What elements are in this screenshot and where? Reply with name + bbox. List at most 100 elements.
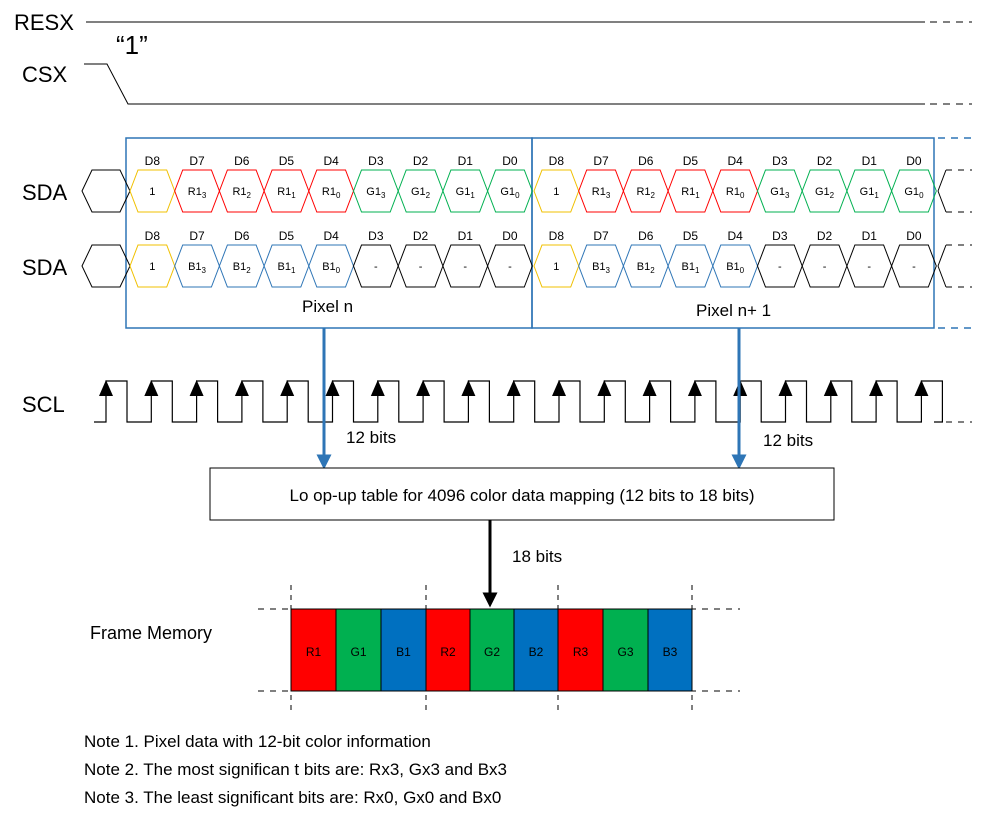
sda-row1-pixel1-bit-cell <box>891 169 937 213</box>
sda-row1-pixel1-bit-value: G11 <box>860 186 880 200</box>
sda-row1-pixel1-bit-value: R11 <box>681 186 700 200</box>
sda-row2-tail <box>937 244 947 267</box>
sda-row1-pixel1-bit-header: D0 <box>906 154 922 168</box>
sda-row1-pixel1-bit-header: D2 <box>817 154 833 168</box>
frame-memory-cell-label: R2 <box>440 645 456 659</box>
sda-row2-pixel0-bit-cell <box>487 244 533 288</box>
sda-row1-pixel0-bit-header: D8 <box>145 154 161 168</box>
note-2: Note 2. The most significan t bits are: … <box>84 760 507 779</box>
sda-row2-pixel0-bit-header: D5 <box>279 229 295 243</box>
sda-row1-pixel1-bit-header: D5 <box>683 154 699 168</box>
frame-memory-cell <box>557 608 604 692</box>
sda-row2-pixel0-bit-header: D3 <box>368 229 384 243</box>
sda-row2-pixel1-bit-header: D6 <box>638 229 654 243</box>
sda-row1-pixel0-bit-header: D7 <box>189 154 205 168</box>
sda-row1-tail <box>937 169 947 192</box>
lut-box <box>209 467 835 521</box>
sda-row2-pixel1-bit-header: D0 <box>906 229 922 243</box>
scl-rising-edge-arrow <box>325 380 340 396</box>
sda-row2-pixel1-bit-header: D3 <box>772 229 788 243</box>
sda-row1-pixel0-bit-value: R13 <box>188 186 207 200</box>
scl-rising-edge-arrow <box>597 380 612 396</box>
sda-row1-pixel0-bit-header: D4 <box>323 154 339 168</box>
sda-row2-pixel0-bit-header: D7 <box>189 229 205 243</box>
sda-bit-cells: 1D8R13D7R12D6R11D5R10D4G13D3G12D2G11D1G1… <box>129 154 937 288</box>
scl-rising-edge-arrow <box>869 380 884 396</box>
scl-rising-edge-arrow <box>642 380 657 396</box>
sda-row1-pixel1-bit-header: D7 <box>593 154 609 168</box>
sda-row2-pixel1-bit-cell <box>891 244 937 288</box>
pixel-n1-label: Pixel n+ 1 <box>696 301 771 320</box>
sda-label-row2: SDA <box>22 255 68 280</box>
sda-row2-pixel1-bit-value: - <box>867 261 871 273</box>
scl-rising-edge-arrow <box>189 380 204 396</box>
sda-row2-pixel1-bit-value: B11 <box>681 261 699 275</box>
sda-row2-pixel1-bit-value: B12 <box>637 261 655 275</box>
sda-row1-pixel0-bit-value: R11 <box>277 186 296 200</box>
sda-row2-pixel0-bit-header: D8 <box>145 229 161 243</box>
sda-row1-lead-in <box>81 169 131 213</box>
sda-label-row1: SDA <box>22 180 68 205</box>
sda-row1-pixel0-bit-value: 1 <box>149 186 155 198</box>
sda-row2-pixel1-bit-header: D7 <box>593 229 609 243</box>
note-3: Note 3. The least significant bits are: … <box>84 788 502 807</box>
scl-rising-edge-arrow <box>416 380 431 396</box>
scl-rising-edge-arrow <box>370 380 385 396</box>
sda-row1-pixel0-bit-header: D3 <box>368 154 384 168</box>
sda-row2-pixel1-bit-value: - <box>912 261 916 273</box>
sda-row2-pixel1-bit-header: D8 <box>549 229 565 243</box>
csx-label: CSX <box>22 62 68 87</box>
sda-row2-pixel0-bit-value: - <box>419 261 423 273</box>
frame-memory-cell-label: G1 <box>350 645 366 659</box>
scl-rising-edge-arrow <box>687 380 702 396</box>
frame-memory-cell-label: B3 <box>663 645 678 659</box>
sda-row2-lead-in <box>81 244 131 288</box>
sda-row1-pixel1-bit-value: G10 <box>904 186 924 200</box>
scl-rising-edge-arrow <box>552 380 566 396</box>
frame-memory-cell-label: G2 <box>484 645 500 659</box>
resx-label: RESX <box>14 10 74 35</box>
pixel-n-label: Pixel n <box>302 297 353 316</box>
frame-memory-cell <box>290 608 337 692</box>
frame-memory-cell-label: R3 <box>573 645 589 659</box>
right-arrow-label: 12 bits <box>763 431 813 450</box>
sda-row1-pixel1-bit-header: D4 <box>727 154 743 168</box>
frame-memory-cell <box>335 608 382 692</box>
sda-row1-pixel0-bit-value: R10 <box>322 186 341 200</box>
csx-line <box>84 63 925 105</box>
sda-row1-pixel0-bit-header: D1 <box>458 154 474 168</box>
frame-memory-cell <box>380 608 427 692</box>
sda-row2-pixel0-bit-value: - <box>374 261 378 273</box>
scl-rising-edge-arrow <box>234 380 249 396</box>
scl-rising-edge-arrow <box>778 380 793 396</box>
left-arrow-label: 12 bits <box>346 428 396 447</box>
sda-row2-pixel0-bit-header: D4 <box>323 229 339 243</box>
sda-row2-pixel0-bit-value: B12 <box>233 261 251 275</box>
sda-row1-pixel0-bit-header: D2 <box>413 154 429 168</box>
sda-row1-pixel0-bit-header: D5 <box>279 154 295 168</box>
frame-memory-cell-label: B1 <box>396 645 411 659</box>
sda-row1-pixel0-bit-value: G11 <box>456 186 476 200</box>
sda-row1-pixel1-bit-value: G13 <box>770 186 790 200</box>
sda-row2-pixel1-bit-value: 1 <box>553 261 559 273</box>
scl-waveform <box>94 380 944 423</box>
sda-row2-pixel0-bit-value: - <box>463 261 467 273</box>
resx-level-label: “1” <box>116 30 148 60</box>
frame-memory-cell-label: G3 <box>617 645 633 659</box>
sda-row1-pixel0-bit-value: G13 <box>366 186 386 200</box>
frame-memory-cell <box>425 608 471 692</box>
sda-row2-pixel0-bit-value: B11 <box>277 261 295 275</box>
sda-row1-pixel1-bit-value: 1 <box>553 186 559 198</box>
lut-label: Lo op-up table for 4096 color data mappi… <box>290 486 755 505</box>
sda-row2-pixel0-bit-value: B13 <box>188 261 206 275</box>
sda-row1-pixel1-bit-header: D1 <box>862 154 878 168</box>
sda-row2-pixel0-bit-value: - <box>508 261 512 273</box>
sda-row1-pixel1-bit-value: R10 <box>726 186 745 200</box>
sda-row2-pixel1-bit-value: B10 <box>726 261 744 275</box>
note-1: Note 1. Pixel data with 12-bit color inf… <box>84 732 431 751</box>
sda-row2-pixel0-bit-header: D2 <box>413 229 429 243</box>
sda-row1-pixel1-bit-value: R13 <box>592 186 611 200</box>
sda-row2-pixel1-bit-value: - <box>778 261 782 273</box>
